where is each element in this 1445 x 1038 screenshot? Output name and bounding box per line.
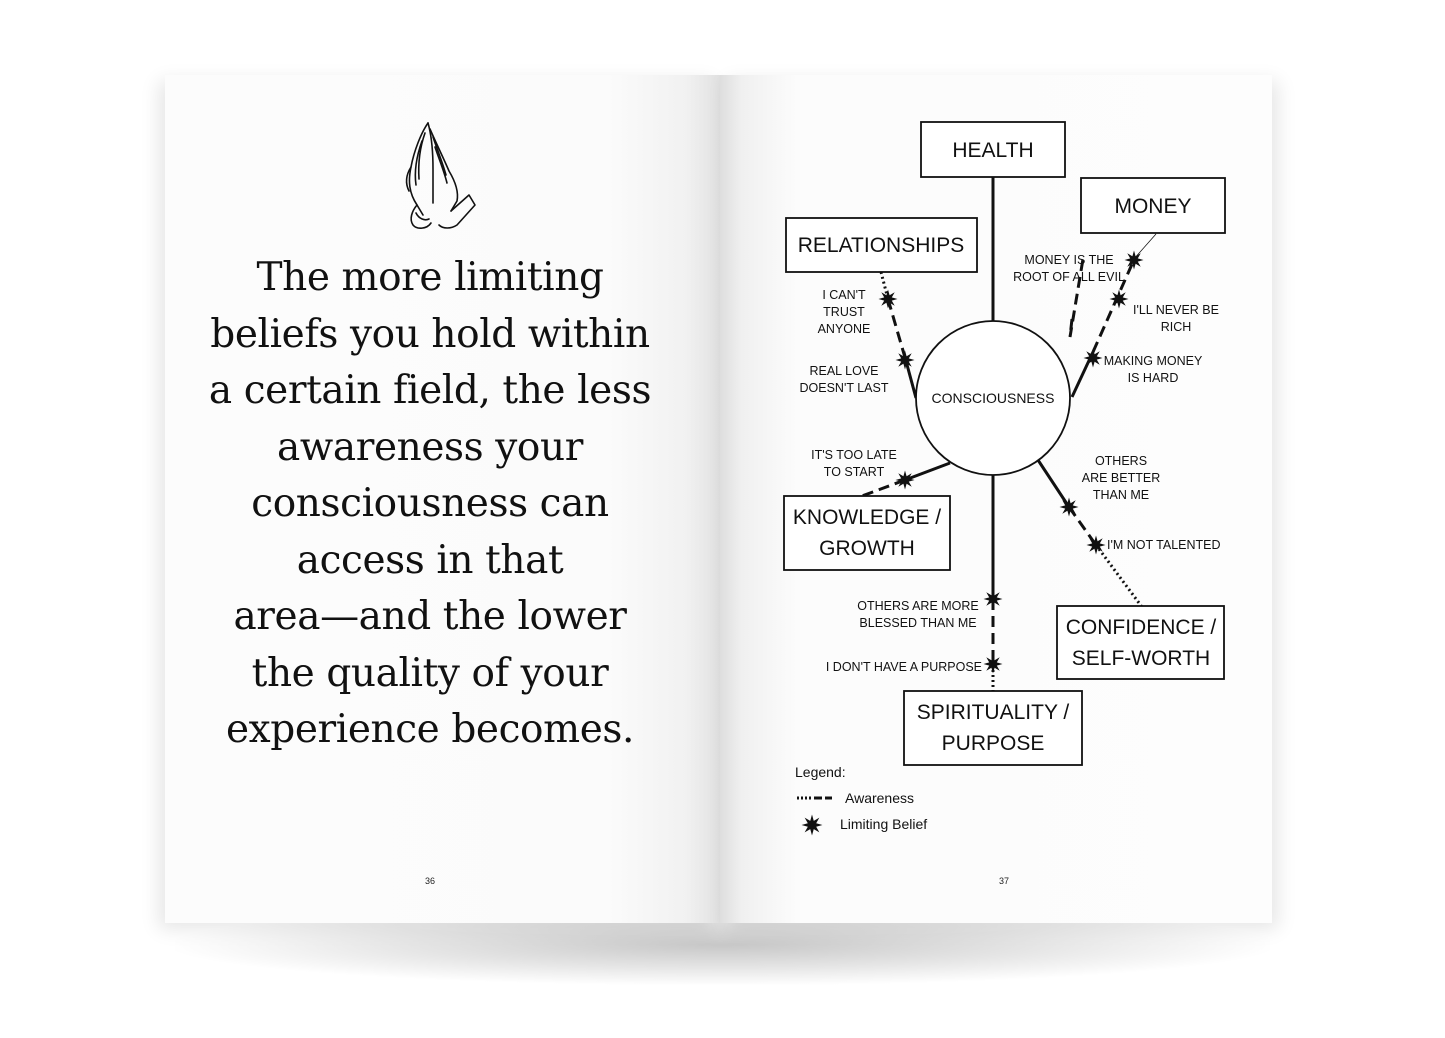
- consciousness-circle: [915, 320, 1071, 476]
- limiting-belief-star-icon: [983, 589, 1003, 609]
- line-money: [1068, 258, 1085, 338]
- area-label-spirituality: SPIRITUALITY /: [917, 701, 1070, 724]
- belief-label: I CAN'T: [822, 288, 866, 302]
- consciousness-diagram: CONSCIOUSNESS HEALTH MONEY RELATIONSHIPS…: [783, 121, 1226, 836]
- limiting-belief-star-icon: [1124, 250, 1144, 270]
- area-label-relationships: RELATIONSHIPS: [798, 234, 964, 257]
- limiting-belief-star-icon: [983, 654, 1003, 674]
- area-label-knowledge: KNOWLEDGE /: [793, 506, 941, 529]
- legend-title: Legend:: [795, 764, 846, 780]
- quote-line: access in that: [296, 537, 564, 583]
- area-label-knowledge: GROWTH: [819, 537, 915, 560]
- quote-line: a certain field, the less: [208, 368, 652, 413]
- area-box-spirituality: SPIRITUALITY / PURPOSE: [903, 690, 1083, 766]
- belief-label: ANYONE: [818, 322, 871, 336]
- belief-label: IT'S TOO LATE: [811, 448, 897, 462]
- belief-label: ARE BETTER: [1082, 471, 1161, 485]
- belief-label: TRUST: [823, 305, 865, 319]
- quote-line: The more limiting: [256, 255, 604, 300]
- area-box-money: MONEY: [1080, 177, 1226, 234]
- belief-label: I'M NOT TALENTED: [1107, 538, 1221, 552]
- area-label-money: MONEY: [1114, 195, 1191, 218]
- limiting-belief-star-icon: [1109, 289, 1129, 309]
- quote-line: beliefs you hold within: [210, 311, 650, 357]
- limiting-belief-star-icon: [895, 350, 915, 370]
- quote-line: awareness your: [277, 424, 583, 470]
- area-label-confidence: CONFIDENCE /: [1066, 616, 1217, 639]
- page-number-right: 37: [998, 876, 1009, 886]
- line-confidence-dash: [1067, 506, 1098, 546]
- quote-line: consciousness can: [251, 481, 609, 526]
- line-confidence-solid: [1036, 459, 1071, 508]
- limiting-belief-star-icon: [1086, 535, 1106, 555]
- belief-label: THAN ME: [1093, 488, 1149, 502]
- area-label-health: HEALTH: [952, 139, 1033, 162]
- quote-line: experience becomes.: [226, 707, 634, 752]
- area-label-spirituality: PURPOSE: [942, 732, 1045, 755]
- quote-line: area—and the lower: [233, 594, 627, 639]
- belief-label: TO START: [824, 465, 885, 479]
- belief-label: I'LL NEVER BE: [1133, 303, 1219, 317]
- belief-label: ROOT OF ALL EVIL: [1013, 270, 1125, 284]
- line-knowledge-solid: [904, 461, 951, 482]
- belief-label: DOESN'T LAST: [800, 381, 889, 395]
- page-number-left: 36: [424, 876, 435, 886]
- line-confidence-dot: [1094, 544, 1144, 608]
- right-page: CONSCIOUSNESS HEALTH MONEY RELATIONSHIPS…: [720, 75, 1272, 923]
- belief-label: OTHERS: [1095, 454, 1147, 468]
- belief-label: IS HARD: [1128, 371, 1179, 385]
- belief-label: I DON'T HAVE A PURPOSE: [826, 660, 982, 674]
- quote-text: The more limiting beliefs you hold withi…: [200, 250, 660, 759]
- limiting-belief-star-icon: [895, 470, 915, 490]
- legend-limiting-belief-label: Limiting Belief: [840, 816, 927, 832]
- belief-label: RICH: [1161, 320, 1192, 334]
- belief-label: OTHERS ARE MORE: [857, 599, 979, 613]
- legend-awareness-label: Awareness: [845, 790, 914, 806]
- belief-labels: I CAN'T TRUST ANYONE REAL LOVE DOESN'T L…: [800, 253, 1221, 674]
- belief-label: MONEY IS THE: [1024, 253, 1113, 267]
- area-box-health: HEALTH: [920, 121, 1066, 178]
- limiting-belief-star-icon: [1059, 497, 1079, 517]
- belief-label: REAL LOVE: [809, 364, 878, 378]
- consciousness-label: CONSCIOUSNESS: [932, 390, 1055, 406]
- limiting-belief-star-icon: [878, 289, 898, 309]
- area-box-confidence: CONFIDENCE / SELF-WORTH: [1056, 605, 1225, 680]
- legend-limiting-belief-star-icon: [801, 814, 823, 836]
- line-relationships-dash: [886, 298, 908, 362]
- line-knowledge-dash: [861, 478, 906, 498]
- praying-hands-icon: [405, 122, 476, 229]
- line-relationships-solid: [904, 360, 918, 399]
- area-label-confidence: SELF-WORTH: [1072, 647, 1210, 670]
- left-page: The more limiting beliefs you hold withi…: [165, 75, 720, 923]
- connector-lines: [861, 177, 1157, 691]
- quote-line: the quality of your: [251, 650, 609, 696]
- area-box-knowledge: KNOWLEDGE / GROWTH: [783, 495, 951, 571]
- belief-label: BLESSED THAN ME: [859, 616, 976, 630]
- belief-label: MAKING MONEY: [1104, 354, 1203, 368]
- legend: Legend: Awareness Limiting Belief: [795, 764, 927, 836]
- area-box-relationships: RELATIONSHIPS: [785, 217, 978, 273]
- limiting-belief-star-icon: [1083, 348, 1103, 368]
